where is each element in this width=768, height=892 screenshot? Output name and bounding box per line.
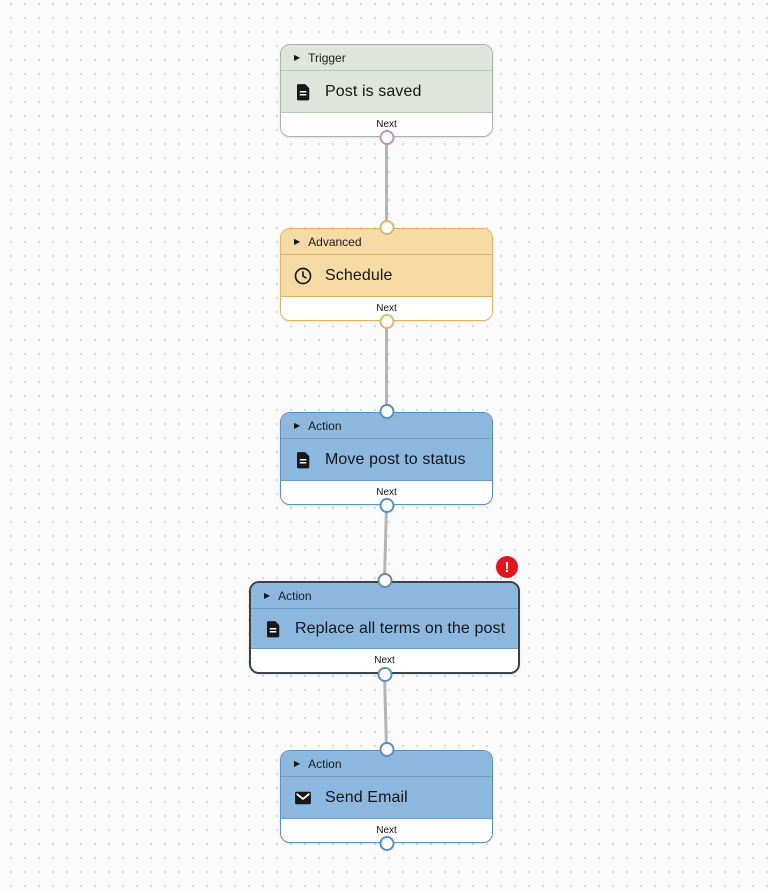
node-next-row: Next: [281, 113, 492, 136]
node-next-row: Next: [281, 819, 492, 842]
workflow-node-action-replace-terms[interactable]: ▶ Action Replace all terms on the post N…: [249, 556, 520, 682]
node-category-label: Action: [308, 418, 342, 433]
output-port[interactable]: [379, 498, 394, 513]
error-badge-icon: !: [496, 556, 518, 578]
collapse-caret-icon[interactable]: ▶: [294, 52, 301, 62]
node-category-label: Advanced: [308, 234, 362, 249]
node-card[interactable]: ▶ Advanced Schedule Next: [280, 228, 493, 321]
next-label: Next: [376, 119, 397, 130]
node-title: Schedule: [325, 266, 393, 284]
node-next-row: Next: [251, 649, 518, 672]
node-body[interactable]: Replace all terms on the post: [251, 609, 518, 649]
node-title: Move post to status: [325, 450, 466, 468]
workflow-node-trigger[interactable]: ▶ Trigger Post is saved Next: [280, 44, 493, 145]
mail-icon: [293, 788, 313, 808]
node-card[interactable]: ▶ Trigger Post is saved Next: [280, 44, 493, 137]
node-title: Send Email: [325, 788, 408, 806]
file-text-icon: [293, 82, 313, 102]
node-card[interactable]: ▶ Action Move post to status Next: [280, 412, 493, 505]
node-title: Replace all terms on the post: [295, 619, 506, 637]
next-label: Next: [374, 655, 395, 666]
node-category-label: Action: [278, 588, 312, 603]
collapse-caret-icon[interactable]: ▶: [294, 420, 301, 430]
workflow-node-action-move-post[interactable]: ▶ Action Move post to status Next: [280, 404, 493, 513]
input-port[interactable]: [379, 404, 394, 419]
connector-line: [383, 503, 388, 583]
node-title: Post is saved: [325, 82, 422, 100]
workflow-node-advanced[interactable]: ▶ Advanced Schedule Next: [280, 220, 493, 329]
node-body[interactable]: Schedule: [281, 255, 492, 297]
next-label: Next: [376, 487, 397, 498]
node-body[interactable]: Post is saved: [281, 71, 492, 113]
node-header[interactable]: ▶ Advanced: [281, 229, 492, 255]
output-port[interactable]: [379, 130, 394, 145]
node-body[interactable]: Send Email: [281, 777, 492, 819]
input-port[interactable]: [379, 742, 394, 757]
input-port[interactable]: [377, 573, 392, 588]
output-port[interactable]: [379, 836, 394, 851]
collapse-caret-icon[interactable]: ▶: [294, 236, 301, 246]
node-header[interactable]: ▶ Trigger: [281, 45, 492, 71]
output-port[interactable]: [377, 667, 392, 682]
collapse-caret-icon[interactable]: ▶: [264, 590, 271, 600]
node-next-row: Next: [281, 481, 492, 504]
collapse-caret-icon[interactable]: ▶: [294, 758, 301, 768]
input-port[interactable]: [379, 220, 394, 235]
node-category-label: Trigger: [308, 50, 346, 65]
workflow-node-action-send-email[interactable]: ▶ Action Send Email Next: [280, 742, 493, 851]
node-next-row: Next: [281, 297, 492, 320]
file-text-icon: [263, 619, 283, 639]
node-body[interactable]: Move post to status: [281, 439, 492, 481]
file-text-icon: [293, 450, 313, 470]
next-label: Next: [376, 825, 397, 836]
clock-icon: [293, 266, 313, 286]
node-card[interactable]: ▶ Action Send Email Next: [280, 750, 493, 843]
node-category-label: Action: [308, 756, 342, 771]
connector-line: [383, 672, 388, 752]
node-card[interactable]: ▶ Action Replace all terms on the post N…: [249, 581, 520, 674]
next-label: Next: [376, 303, 397, 314]
output-port[interactable]: [379, 314, 394, 329]
